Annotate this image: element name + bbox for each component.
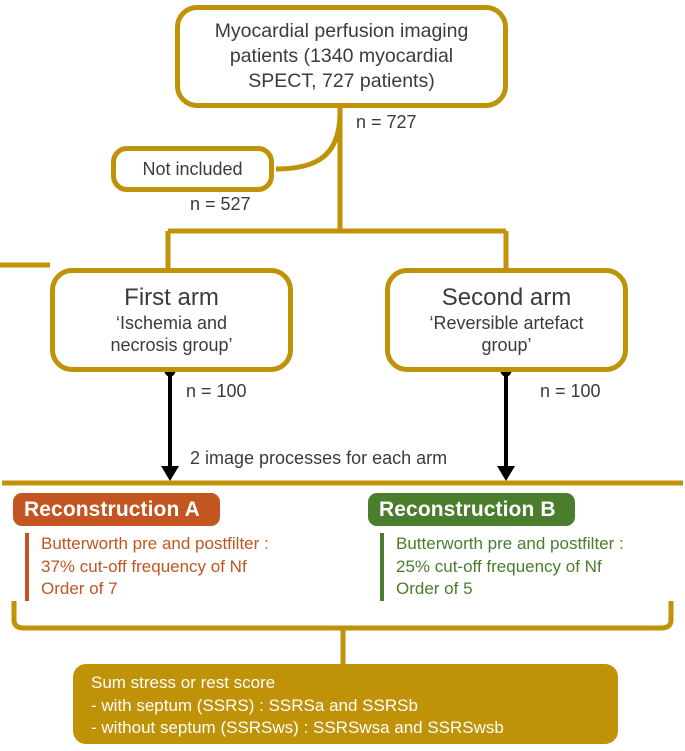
- count-total-label: n = 727: [356, 112, 417, 132]
- reconstruction-b-header: Reconstruction B: [368, 493, 575, 526]
- reconstruction-b-line-3: Order of 5: [396, 579, 473, 598]
- branch-not-included: [275, 111, 343, 172]
- top-box-line-2: patients (1340 myocardial: [229, 45, 454, 67]
- not-included-label: Not included: [142, 158, 243, 179]
- count-not-included-label: n = 527: [190, 194, 251, 214]
- summary-line-1: Sum stress or rest score: [91, 673, 276, 692]
- reconstruction-a-line-2: 37% cut-off frequency of Nf: [41, 556, 247, 576]
- reconstruction-a-line-1: Butterworth pre and postfilter :: [41, 534, 269, 553]
- reconstruction-b-details: Butterworth pre and postfilter : 25% cut…: [380, 533, 680, 601]
- bottom-bracket: [11, 601, 674, 631]
- not-included-box: Not included: [111, 146, 274, 192]
- second-arm-title: Second arm: [441, 284, 572, 311]
- count-second-arm-label: n = 100: [540, 381, 601, 401]
- top-cohort-box: Myocardial perfusion imaging patients (1…: [175, 5, 508, 108]
- reconstruction-a-line-3: Order of 7: [41, 579, 118, 598]
- summary-line-3: - without septum (SSRSws) : SSRSwsa and …: [91, 718, 504, 737]
- reconstruction-a-header-label: Reconstruction A: [24, 497, 200, 521]
- top-box-line-1: Myocardial perfusion imaging: [214, 20, 469, 42]
- second-arm-subtitle-line-1: ‘Reversible artefact: [429, 313, 584, 333]
- first-arm-box: First arm ‘Ischemia and necrosis group’: [50, 268, 293, 372]
- reconstruction-a-header: Reconstruction A: [13, 493, 220, 526]
- second-arm-subtitle-line-2: group’: [481, 335, 532, 355]
- first-arm-subtitle-line-2: necrosis group’: [110, 335, 233, 355]
- top-box-line-3: SPECT, 727 patients): [248, 70, 435, 92]
- reconstruction-b-header-label: Reconstruction B: [379, 497, 556, 521]
- count-first-arm-label: n = 100: [186, 381, 247, 401]
- arrow-head-left: [161, 466, 179, 481]
- reconstruction-a-details: Butterworth pre and postfilter : 37% cut…: [25, 533, 355, 601]
- arrow-head-right: [497, 466, 515, 481]
- first-arm-title: First arm: [124, 284, 219, 311]
- summary-line-2: - with septum (SSRS) : SSRSa and SSRSb: [91, 695, 418, 715]
- reconstruction-b-line-1: Butterworth pre and postfilter :: [396, 534, 624, 553]
- process-label: 2 image processes for each arm: [190, 448, 448, 468]
- second-arm-box: Second arm ‘Reversible artefact group’: [385, 268, 628, 372]
- reconstruction-b-line-2: 25% cut-off frequency of Nf: [396, 556, 602, 576]
- summary-box: Sum stress or rest score - with septum (…: [73, 664, 618, 744]
- first-arm-subtitle-line-1: ‘Ischemia and: [115, 313, 228, 333]
